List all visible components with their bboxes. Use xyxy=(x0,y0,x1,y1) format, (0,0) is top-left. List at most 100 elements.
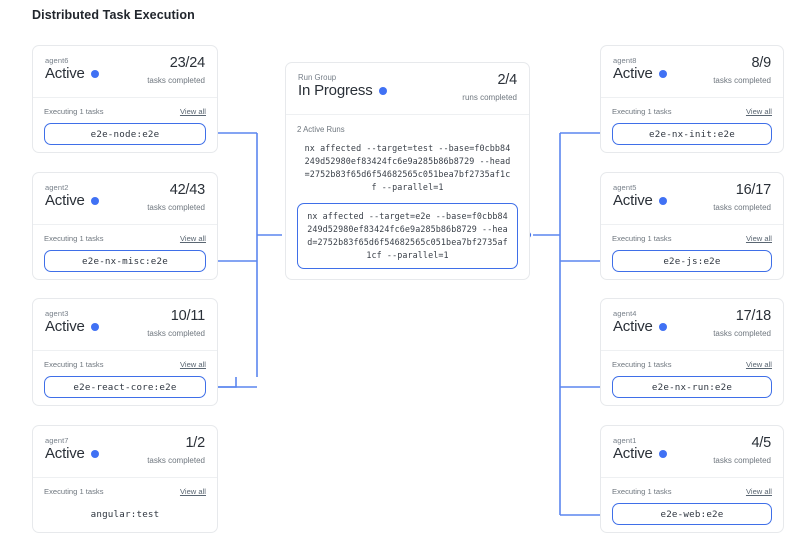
agent-card-agent1[interactable]: agent1 Active 4/5 tasks completed Execut… xyxy=(600,425,784,533)
run-group-card[interactable]: Run Group In Progress 2/4 runs completed… xyxy=(285,62,530,280)
status-dot-icon xyxy=(658,196,667,205)
task-count-label: tasks completed xyxy=(713,329,771,338)
agent-name: agent2 xyxy=(45,183,69,192)
agent-name: agent3 xyxy=(45,309,69,318)
executing-label: Executing 1 tasks xyxy=(44,107,104,116)
agent-card-body: Executing 1 tasks View all e2e-web:e2e xyxy=(601,478,783,536)
executing-label: Executing 1 tasks xyxy=(44,487,104,496)
view-all-link[interactable]: View all xyxy=(745,360,772,369)
active-runs-label: 2 Active Runs xyxy=(297,125,345,134)
view-all-link[interactable]: View all xyxy=(745,107,772,116)
agent-card-agent5[interactable]: agent5 Active 16/17 tasks completed Exec… xyxy=(600,172,784,280)
task-count-label: tasks completed xyxy=(713,76,771,85)
task-pill[interactable]: e2e-react-core:e2e xyxy=(44,376,206,398)
agent-card-agent4[interactable]: agent4 Active 17/18 tasks completed Exec… xyxy=(600,298,784,406)
run-group-kicker: Run Group xyxy=(298,73,337,82)
agent-status: Active xyxy=(613,445,653,462)
run-group-header: Run Group In Progress 2/4 runs completed xyxy=(286,63,529,115)
agent-status: Active xyxy=(45,445,85,462)
agent-card-header: agent1 Active 4/5 tasks completed xyxy=(601,426,783,478)
view-all-link[interactable]: View all xyxy=(179,360,206,369)
task-pill[interactable]: e2e-js:e2e xyxy=(612,250,772,272)
agent-card-header: agent6 Active 23/24 tasks completed xyxy=(33,46,217,98)
status-dot-icon xyxy=(90,69,99,78)
agent-card-body: Executing 1 tasks View all e2e-nx-init:e… xyxy=(601,98,783,156)
agent-card-header: agent4 Active 17/18 tasks completed xyxy=(601,299,783,351)
executing-label: Executing 1 tasks xyxy=(612,360,672,369)
executing-label: Executing 1 tasks xyxy=(612,107,672,116)
run-group-status: In Progress xyxy=(298,82,373,99)
task-count-label: tasks completed xyxy=(147,76,205,85)
run-command-highlighted[interactable]: nx affected --target=e2e --base=f0cbb842… xyxy=(297,203,518,270)
status-dot-icon xyxy=(90,449,99,458)
agent-card-agent7[interactable]: agent7 Active 1/2 tasks completed Execut… xyxy=(32,425,218,533)
agent-name: agent5 xyxy=(613,183,637,192)
agent-name: agent7 xyxy=(45,436,69,445)
agent-name: agent4 xyxy=(613,309,637,318)
status-dot-icon xyxy=(658,449,667,458)
task-count: 1/2 xyxy=(185,435,205,451)
task-count: 4/5 xyxy=(751,435,771,451)
agent-status: Active xyxy=(45,318,85,335)
agent-card-body: Executing 1 tasks View all e2e-nx-misc:e… xyxy=(33,225,217,283)
executing-label: Executing 1 tasks xyxy=(44,234,104,243)
agent-status: Active xyxy=(45,65,85,82)
agent-card-body: Executing 1 tasks View all e2e-node:e2e xyxy=(33,98,217,156)
task-pill[interactable]: angular:test xyxy=(90,508,160,520)
task-pill[interactable]: e2e-nx-run:e2e xyxy=(612,376,772,398)
agent-card-header: agent8 Active 8/9 tasks completed xyxy=(601,46,783,98)
task-count: 8/9 xyxy=(751,55,771,71)
task-count: 42/43 xyxy=(169,182,205,198)
agent-card-body: Executing 1 tasks View all e2e-react-cor… xyxy=(33,351,217,409)
executing-label: Executing 1 tasks xyxy=(44,360,104,369)
task-count-label: tasks completed xyxy=(147,203,205,212)
task-count-label: tasks completed xyxy=(713,203,771,212)
agent-card-body: Executing 1 tasks View all angular:test xyxy=(33,478,217,536)
agent-card-header: agent2 Active 42/43 tasks completed xyxy=(33,173,217,225)
agent-name: agent8 xyxy=(613,56,637,65)
task-count: 17/18 xyxy=(735,308,771,324)
agent-name: agent6 xyxy=(45,56,69,65)
run-count: 2/4 xyxy=(497,72,517,88)
status-dot-icon xyxy=(658,69,667,78)
status-dot-icon xyxy=(658,322,667,331)
run-count-label: runs completed xyxy=(462,93,517,102)
agent-card-header: agent7 Active 1/2 tasks completed xyxy=(33,426,217,478)
agent-card-agent2[interactable]: agent2 Active 42/43 tasks completed Exec… xyxy=(32,172,218,280)
agent-card-body: Executing 1 tasks View all e2e-nx-run:e2… xyxy=(601,351,783,409)
agent-card-body: Executing 1 tasks View all e2e-js:e2e xyxy=(601,225,783,283)
task-count-label: tasks completed xyxy=(147,329,205,338)
agent-card-agent6[interactable]: agent6 Active 23/24 tasks completed Exec… xyxy=(32,45,218,153)
status-dot-icon xyxy=(90,196,99,205)
run-command[interactable]: nx affected --target=test --base=f0cbb84… xyxy=(304,143,511,193)
executing-label: Executing 1 tasks xyxy=(612,234,672,243)
agent-status: Active xyxy=(613,192,653,209)
status-dot-icon xyxy=(90,322,99,331)
agent-status: Active xyxy=(613,65,653,82)
view-all-link[interactable]: View all xyxy=(179,234,206,243)
agent-card-agent8[interactable]: agent8 Active 8/9 tasks completed Execut… xyxy=(600,45,784,153)
task-count: 16/17 xyxy=(735,182,771,198)
executing-label: Executing 1 tasks xyxy=(612,487,672,496)
task-pill[interactable]: e2e-nx-init:e2e xyxy=(612,123,772,145)
task-count-label: tasks completed xyxy=(147,456,205,465)
task-pill[interactable]: e2e-nx-misc:e2e xyxy=(44,250,206,272)
task-count-label: tasks completed xyxy=(713,456,771,465)
task-count: 10/11 xyxy=(170,308,205,324)
view-all-link[interactable]: View all xyxy=(745,487,772,496)
view-all-link[interactable]: View all xyxy=(745,234,772,243)
view-all-link[interactable]: View all xyxy=(179,487,206,496)
run-group-body: 2 Active Runs nx affected --target=test … xyxy=(286,115,529,280)
task-pill[interactable]: e2e-web:e2e xyxy=(612,503,772,525)
agent-card-header: agent3 Active 10/11 tasks completed xyxy=(33,299,217,351)
agent-status: Active xyxy=(45,192,85,209)
task-count: 23/24 xyxy=(169,55,205,71)
task-pill[interactable]: e2e-node:e2e xyxy=(44,123,206,145)
page-title: Distributed Task Execution xyxy=(32,8,195,22)
agent-card-agent3[interactable]: agent3 Active 10/11 tasks completed Exec… xyxy=(32,298,218,406)
agent-name: agent1 xyxy=(613,436,637,445)
status-dot-icon xyxy=(378,86,387,95)
agent-status: Active xyxy=(613,318,653,335)
view-all-link[interactable]: View all xyxy=(179,107,206,116)
